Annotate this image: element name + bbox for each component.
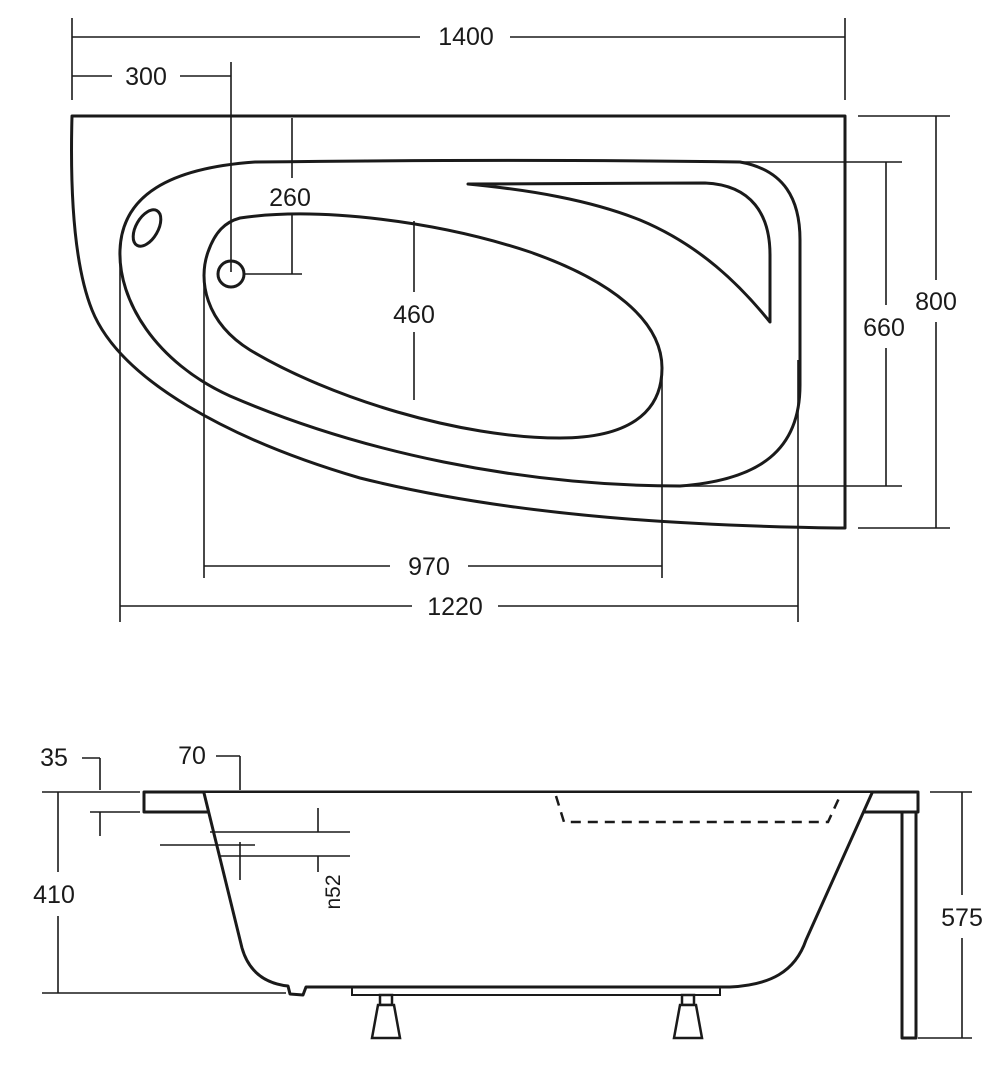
dim-basin-length: 970 [203, 268, 663, 581]
dim-basin-length-label: 970 [408, 553, 450, 581]
tub-basin-profile [202, 791, 874, 997]
support-panel [900, 810, 918, 1040]
dim-drain-depth-offset-label: 260 [269, 184, 311, 212]
dim-drain-offset-label: 300 [125, 63, 167, 91]
tub-rim-profile [142, 790, 920, 814]
overflow-hole [131, 208, 163, 248]
side-view: 35 70 n52 410 [33, 742, 983, 1040]
tub-basin-outline [202, 212, 664, 440]
dim-basin-width: 460 [393, 221, 435, 400]
base-frame [351, 986, 721, 996]
tub-backrest-outline [466, 181, 772, 324]
dim-tub-depth: 410 [33, 791, 286, 994]
dim-overall-width: 800 [858, 115, 957, 529]
dim-inner-width: 660 [680, 161, 905, 487]
dim-inner-length-label: 1220 [427, 593, 483, 621]
dim-overall-length: 1400 [71, 18, 846, 100]
dim-total-height: 575 [918, 791, 983, 1039]
dim-overflow-offset-label: n52 [322, 874, 345, 909]
top-view: 1400 300 260 460 800 [70, 18, 957, 622]
dim-overall-width-label: 800 [915, 288, 957, 316]
dim-overflow-offset: n52 [210, 808, 350, 910]
backrest-hidden-line [554, 795, 842, 824]
dim-rim-overhang-label: 70 [178, 742, 206, 770]
support-feet [370, 993, 704, 1040]
dim-drain-depth-offset: 260 [244, 118, 311, 275]
dim-total-height-label: 575 [941, 904, 983, 932]
dim-rim-thickness: 35 [40, 744, 140, 836]
dim-inner-length: 1220 [119, 252, 799, 622]
tub-rim-outline [118, 159, 802, 488]
dim-rim-thickness-label: 35 [40, 744, 68, 772]
dim-basin-width-label: 460 [393, 301, 435, 329]
dim-rim-overhang: 70 [160, 742, 255, 880]
dim-tub-depth-label: 410 [33, 881, 75, 909]
tub-outer-outline [70, 114, 847, 530]
dim-overall-length-label: 1400 [438, 23, 494, 51]
dim-drain-offset: 300 [72, 62, 232, 272]
dim-inner-width-label: 660 [863, 314, 905, 342]
